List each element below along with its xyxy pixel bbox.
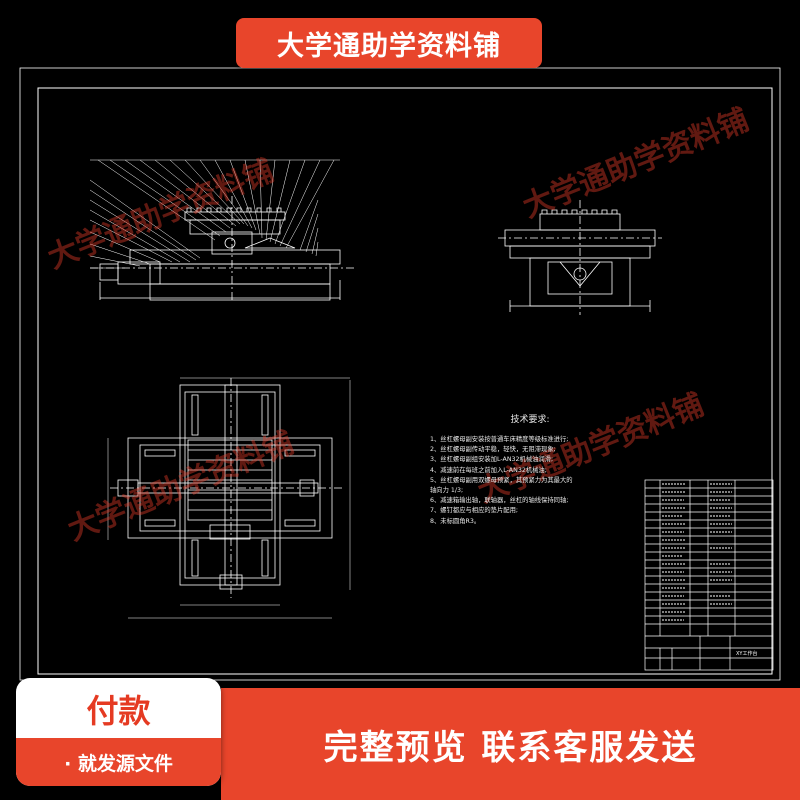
preview-contact-banner: 完整预览 联系客服发送 <box>221 688 800 800</box>
drawing-inner-frame <box>37 87 773 675</box>
requirement-line: 1、丝杠螺母副安装按普通车床精度等级标准进行; <box>430 436 569 443</box>
parts-list-text <box>662 483 732 621</box>
requirement-line: 6、减速箱输出轴，联轴器，丝杠的轴线保持同轴; <box>430 497 569 505</box>
payment-card[interactable]: 付款 · 就发源文件 <box>16 678 221 786</box>
drawing-outer-frame <box>19 67 781 681</box>
leader-lines-left <box>89 159 340 269</box>
side-elevation-view <box>90 196 355 301</box>
requirement-line: 5、丝杠螺母副用双螺母预紧，其预紧力为其最大的 <box>430 476 573 484</box>
end-elevation-view <box>498 200 662 315</box>
requirement-line: 轴向力 1/3; <box>430 487 464 495</box>
requirement-line: 3、丝杠螺母副组安装加L-AN32机械油润滑; <box>430 456 554 464</box>
plan-view <box>107 377 351 619</box>
payment-subtitle: · 就发源文件 <box>16 738 221 786</box>
title-block <box>644 479 774 671</box>
requirement-line: 4、减速前在每班之前加入L-AN32机械油; <box>430 466 547 474</box>
payment-title: 付款 <box>86 692 151 730</box>
requirement-line: 2、丝杠螺母副传动平稳，轻快，无阻滞现象; <box>430 446 556 454</box>
technical-requirements: 技术要求: 1、丝杠螺母副安装按普通车床精度等级标准进行; 2、丝杠螺母副传动平… <box>430 412 630 527</box>
top-banner: 大学通助学资料铺 <box>236 18 542 68</box>
technical-requirements-title: 技术要求: <box>510 415 550 425</box>
title-block-name: XY工作台 <box>736 650 757 657</box>
requirement-line: 7、螺钉都应与相应的垫片配用; <box>430 507 518 515</box>
requirement-line: 8、未标圆角R3。 <box>430 517 481 525</box>
